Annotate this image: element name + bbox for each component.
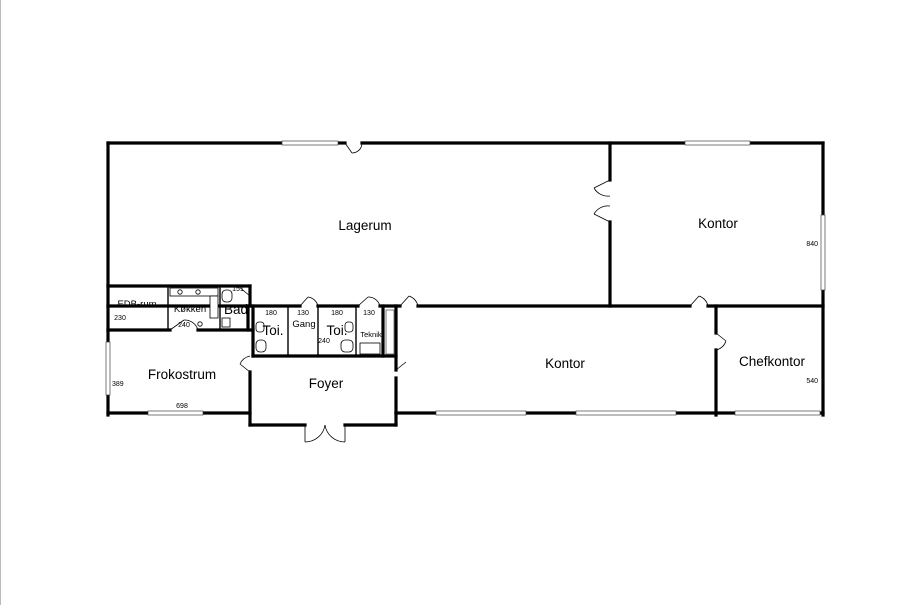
room-edb-rum: EDB-rum bbox=[117, 299, 156, 310]
dim-240-kitchen: 240 bbox=[178, 322, 190, 329]
dim-389: 389 bbox=[112, 381, 124, 388]
dim-840: 840 bbox=[806, 241, 818, 248]
room-toilet-1: Toi. bbox=[262, 323, 283, 338]
room-gang: Gang bbox=[292, 319, 315, 330]
room-teknik: Teknik bbox=[360, 330, 382, 339]
dim-230: 230 bbox=[114, 315, 126, 322]
dim-180-left: 180 bbox=[265, 310, 277, 317]
room-kontor-2: Kontor bbox=[545, 356, 585, 371]
fixtures bbox=[169, 287, 381, 355]
dim-540: 540 bbox=[806, 378, 818, 385]
dimension-labels: 840 151 230 240 180 130 180 130 240 389 … bbox=[112, 241, 818, 410]
room-kokken: Køkken bbox=[174, 304, 206, 315]
room-frokostrum: Frokostrum bbox=[148, 367, 216, 382]
walls bbox=[106, 141, 825, 427]
room-lagerum: Lagerum bbox=[338, 218, 391, 233]
dim-240-gang: 240 bbox=[318, 338, 330, 345]
room-labels: Lagerum Kontor EDB-rum Køkken Bad Toi. G… bbox=[117, 216, 805, 391]
room-chefkontor: Chefkontor bbox=[739, 354, 806, 369]
room-toilet-2: Toi. bbox=[326, 323, 347, 338]
windows bbox=[105, 140, 826, 416]
room-bad: Bad bbox=[224, 302, 248, 317]
room-foyer: Foyer bbox=[309, 376, 344, 391]
room-kontor-1: Kontor bbox=[698, 216, 738, 231]
doors bbox=[169, 142, 727, 443]
dim-180-right: 180 bbox=[331, 310, 343, 317]
dim-698: 698 bbox=[176, 403, 188, 410]
dim-151: 151 bbox=[232, 286, 244, 293]
dim-130-left: 130 bbox=[297, 310, 309, 317]
dim-130-right: 130 bbox=[363, 310, 375, 317]
